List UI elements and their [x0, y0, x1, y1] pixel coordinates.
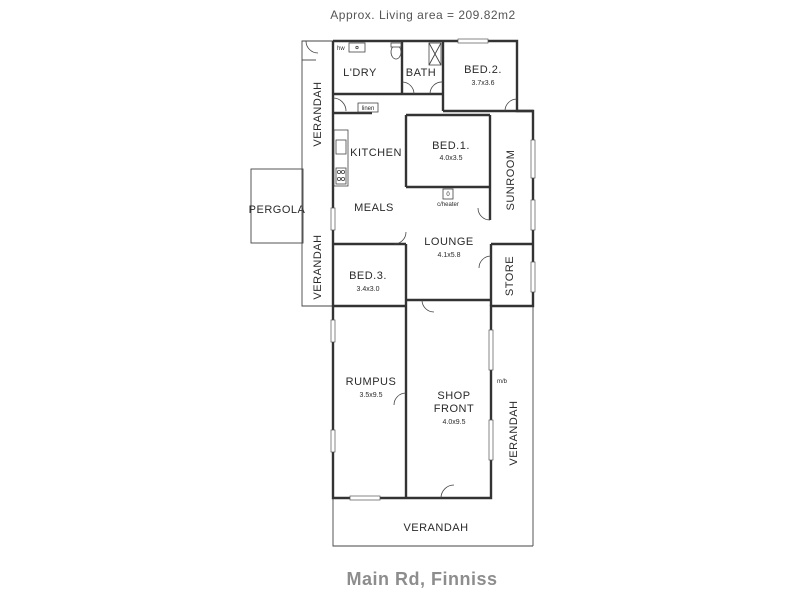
hot-water-label: hw	[337, 46, 345, 52]
cooktop-burner-icon	[336, 169, 341, 174]
verandah-south-outline	[332, 498, 533, 547]
verandah-east-label: VERANDAH	[508, 400, 520, 465]
bed2-label: BED.2.	[464, 64, 502, 76]
kitchen-label: KITCHEN	[350, 147, 402, 159]
linen-label: linen	[362, 106, 375, 112]
windows	[330, 38, 536, 501]
toilet-cistern	[390, 42, 402, 48]
bed1-size: 4.0x3.5	[440, 155, 463, 162]
bed3-label: BED.3.	[349, 270, 387, 282]
sink-drain-icon	[355, 45, 359, 50]
lounge-size: 4.1x5.8	[438, 252, 461, 259]
pergola-label: PERGOLA	[249, 204, 306, 216]
sunroom-label: SUNROOM	[505, 150, 517, 211]
bed1-label: BED.1.	[432, 140, 470, 152]
lounge-label: LOUNGE	[424, 236, 473, 248]
linen-cupboard	[357, 102, 379, 113]
kitchen-sink	[335, 139, 347, 155]
cooktop	[335, 167, 347, 185]
living-area-text: Approx. Living area = 209.82m2	[330, 8, 515, 22]
rumpus-size: 3.5x9.5	[360, 392, 383, 399]
heater-box	[442, 188, 454, 200]
verandah-south-label: VERANDAH	[403, 522, 468, 534]
doors	[305, 40, 518, 499]
meter-box-label: m/b	[497, 379, 508, 385]
cooktop-burner-icon	[340, 176, 345, 181]
laundry-label: L'DRY	[343, 67, 377, 79]
bed2-size: 3.7x3.6	[472, 80, 495, 87]
heater-label: c/heater	[437, 202, 459, 208]
rumpus-label: RUMPUS	[346, 376, 397, 388]
bath-label: BATH	[406, 67, 437, 79]
verandah-west-top-label: VERANDAH	[312, 81, 324, 146]
heater-mark: 0	[446, 192, 450, 198]
shop-front-label-line2: FRONT	[434, 403, 474, 415]
cooktop-burner-icon	[336, 176, 341, 181]
interior-walls	[333, 41, 533, 498]
meals-label: MEALS	[354, 202, 394, 214]
address-caption: Main Rd, Finniss	[346, 569, 497, 589]
shower-cross-b	[428, 42, 442, 66]
verandah-west-outline	[301, 40, 333, 307]
exterior-walls	[331, 39, 535, 500]
store-label: STORE	[504, 256, 516, 296]
shop-front-size: 4.0x9.5	[443, 419, 466, 426]
shop-front-label-line1: SHOP	[437, 390, 470, 402]
verandah-west-bottom-label: VERANDAH	[312, 234, 324, 299]
cooktop-burner-icon	[340, 169, 345, 174]
pergola-outline	[250, 168, 304, 244]
bed3-size: 3.4x3.0	[357, 286, 380, 293]
